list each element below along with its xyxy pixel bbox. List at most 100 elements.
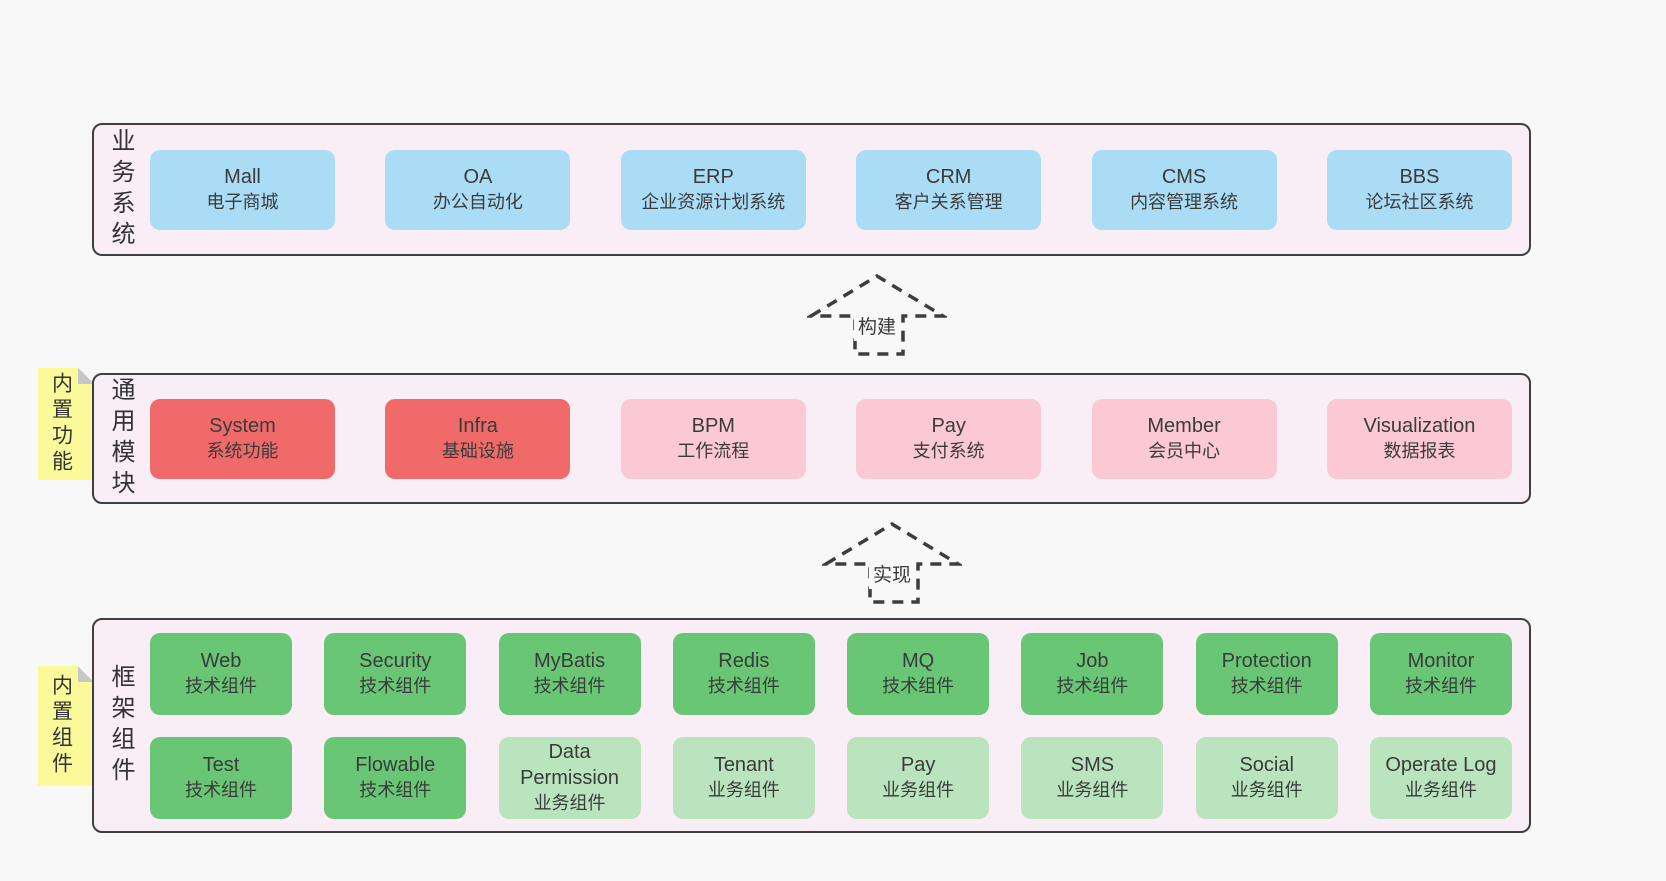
sticky-note-label: 内置组件 xyxy=(49,674,73,778)
box-title: SMS xyxy=(1070,753,1115,776)
box-oa: OA 办公自动化 xyxy=(385,149,571,230)
box-title: Pay xyxy=(900,753,936,776)
box-subtitle: 企业资源计划系统 xyxy=(641,191,786,212)
box-data-permission: Data Permission 业务组件 xyxy=(498,736,641,819)
box-flowable: Flowable 技术组件 xyxy=(324,736,467,819)
box-subtitle: 技术组件 xyxy=(882,675,955,696)
box-cms: CMS 内容管理系统 xyxy=(1091,149,1277,230)
box-monitor: Monitor 技术组件 xyxy=(1369,632,1512,715)
box-bpm: BPM 工作流程 xyxy=(620,398,806,479)
box-subtitle: 业务组件 xyxy=(707,779,780,800)
box-title: Social xyxy=(1239,753,1294,776)
box-title: System xyxy=(209,414,276,437)
box-title: MyBatis xyxy=(534,649,606,672)
box-subtitle: 业务组件 xyxy=(1056,779,1129,800)
box-mq: MQ 技术组件 xyxy=(847,632,990,715)
box-subtitle: 支付系统 xyxy=(912,440,985,461)
panel-body: System 系统功能 Infra 基础设施 BPM 工作流程 Pay 支付系统… xyxy=(132,398,1529,479)
box-row: Mall 电子商城 OA 办公自动化 ERP 企业资源计划系统 CRM 客户关系… xyxy=(150,149,1512,230)
panel-common-modules: 通用模块 System 系统功能 Infra 基础设施 BPM 工作流程 Pay… xyxy=(92,373,1531,504)
panel-framework-components: 框架组件 Web 技术组件 Security 技术组件 MyBatis 技术组件… xyxy=(92,618,1531,833)
box-row: System 系统功能 Infra 基础设施 BPM 工作流程 Pay 支付系统… xyxy=(150,398,1512,479)
box-title: Mall xyxy=(224,165,261,188)
box-title: CMS xyxy=(1161,165,1207,188)
box-title: Operate Log xyxy=(1385,753,1497,776)
panel-body: Web 技术组件 Security 技术组件 MyBatis 技术组件 Redi… xyxy=(132,632,1529,819)
box-title: Redis xyxy=(718,649,770,672)
box-title: Visualization xyxy=(1363,414,1476,437)
box-mybatis: MyBatis 技术组件 xyxy=(498,632,641,715)
sticky-note-label: 内置功能 xyxy=(49,372,73,476)
box-visualization: Visualization 数据报表 xyxy=(1326,398,1512,479)
box-title: Pay xyxy=(931,414,966,437)
box-title: CRM xyxy=(925,165,972,188)
arrow-label: 实现 xyxy=(868,558,916,589)
box-title: ERP xyxy=(692,165,734,188)
box-subtitle: 技术组件 xyxy=(1230,675,1303,696)
box-subtitle: 技术组件 xyxy=(1404,675,1477,696)
box-subtitle: 办公自动化 xyxy=(432,191,523,212)
box-subtitle: 业务组件 xyxy=(1230,779,1303,800)
box-subtitle: 工作流程 xyxy=(677,440,750,461)
box-system: System 系统功能 xyxy=(150,398,335,479)
box-subtitle: 技术组件 xyxy=(185,779,257,800)
box-protection: Protection 技术组件 xyxy=(1195,632,1338,715)
box-erp: ERP 企业资源计划系统 xyxy=(620,149,806,230)
box-infra: Infra 基础设施 xyxy=(385,398,571,479)
panel-label-framework-components: 框架组件 xyxy=(107,663,134,788)
box-subtitle: 业务组件 xyxy=(1404,779,1477,800)
box-title: Job xyxy=(1076,649,1109,672)
box-test: Test 技术组件 xyxy=(150,736,292,819)
box-operate-log: Operate Log 业务组件 xyxy=(1369,736,1512,819)
box-subtitle: 业务组件 xyxy=(533,792,606,813)
box-member: Member 会员中心 xyxy=(1091,398,1277,479)
sticky-note-builtin-components: 内置组件 xyxy=(38,666,94,786)
box-subtitle: 技术组件 xyxy=(359,675,432,696)
box-title: Member xyxy=(1147,414,1221,437)
box-subtitle: 电子商城 xyxy=(206,191,279,212)
box-title: Test xyxy=(202,753,240,776)
box-subtitle: 技术组件 xyxy=(1056,675,1129,696)
box-subtitle: 业务组件 xyxy=(882,779,955,800)
box-subtitle: 技术组件 xyxy=(185,675,257,696)
dashed-up-arrow-build: 构建 xyxy=(807,270,947,358)
panel-business-systems: 业务系统 Mall 电子商城 OA 办公自动化 ERP 企业资源计划系统 CRM… xyxy=(92,123,1531,256)
box-title: MQ xyxy=(902,649,935,672)
box-title: Web xyxy=(200,649,242,672)
box-redis: Redis 技术组件 xyxy=(672,632,815,715)
box-subtitle: 内容管理系统 xyxy=(1130,191,1239,212)
box-web: Web 技术组件 xyxy=(150,632,292,715)
panel-body: Mall 电子商城 OA 办公自动化 ERP 企业资源计划系统 CRM 客户关系… xyxy=(132,149,1529,230)
box-title: Infra xyxy=(457,414,498,437)
box-title: Data Permission xyxy=(520,740,620,789)
box-subtitle: 系统功能 xyxy=(206,440,279,461)
box-pay-biz: Pay 业务组件 xyxy=(847,736,990,819)
box-sms: SMS 业务组件 xyxy=(1021,736,1164,819)
box-subtitle: 技术组件 xyxy=(359,779,432,800)
box-title: Monitor xyxy=(1407,649,1475,672)
arrow-label: 构建 xyxy=(853,310,901,341)
folded-corner xyxy=(78,368,94,384)
box-subtitle: 技术组件 xyxy=(533,675,606,696)
box-title: BBS xyxy=(1399,165,1440,188)
box-security: Security 技术组件 xyxy=(324,632,467,715)
box-subtitle: 会员中心 xyxy=(1148,440,1221,461)
box-mall: Mall 电子商城 xyxy=(150,149,335,230)
box-tenant: Tenant 业务组件 xyxy=(672,736,815,819)
box-row: Test 技术组件 Flowable 技术组件 Data Permission … xyxy=(150,736,1512,819)
box-social: Social 业务组件 xyxy=(1195,736,1338,819)
box-subtitle: 技术组件 xyxy=(707,675,780,696)
box-subtitle: 客户关系管理 xyxy=(894,191,1003,212)
sticky-note-builtin-functions: 内置功能 xyxy=(38,368,94,480)
box-title: Flowable xyxy=(355,753,436,776)
box-row: Web 技术组件 Security 技术组件 MyBatis 技术组件 Redi… xyxy=(150,632,1512,715)
box-crm: CRM 客户关系管理 xyxy=(856,149,1042,230)
box-title: Security xyxy=(359,649,432,672)
box-pay: Pay 支付系统 xyxy=(856,398,1042,479)
panel-label-common-modules: 通用模块 xyxy=(107,376,134,501)
box-subtitle: 论坛社区系统 xyxy=(1365,191,1474,212)
box-title: Tenant xyxy=(713,753,774,776)
box-job: Job 技术组件 xyxy=(1021,632,1164,715)
box-subtitle: 数据报表 xyxy=(1383,440,1456,461)
